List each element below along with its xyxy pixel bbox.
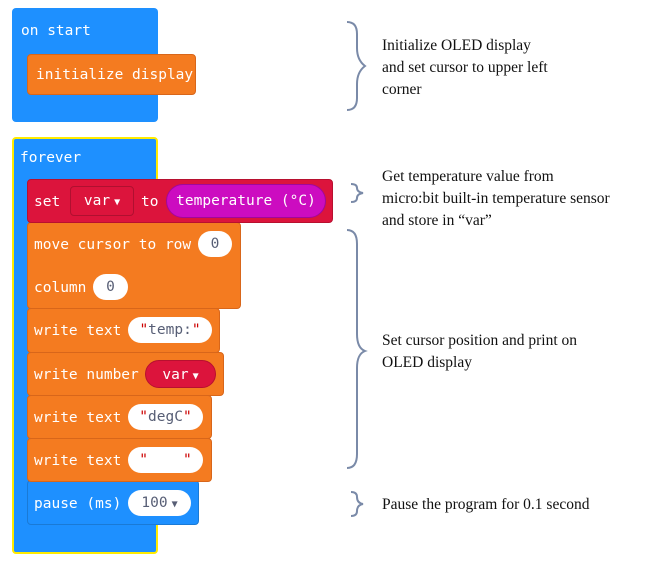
write-text-label: write text (34, 453, 122, 469)
pause-label: pause (ms) (34, 496, 122, 512)
set-label: set (34, 194, 61, 210)
brace-icon (346, 229, 368, 469)
initialize-display-label: initialize display (36, 67, 194, 83)
temperature-block[interactable]: temperature (°C) (166, 184, 326, 218)
var-dropdown[interactable]: var▼ (70, 186, 134, 216)
annotation-line: and set cursor to upper left (382, 59, 548, 76)
column-label: column (34, 280, 87, 296)
annotation-line: Initialize OLED display (382, 37, 531, 54)
pause-duration-dropdown[interactable]: 100▼ (128, 490, 191, 516)
annotation-print: Set cursor position and print on OLED di… (382, 330, 577, 374)
move-cursor-label: move cursor to row (34, 237, 192, 253)
annotation-line: and store in “var” (382, 212, 492, 229)
brace-icon (350, 183, 364, 203)
text-value: temp: (148, 322, 192, 338)
pause-value: 100 (141, 495, 168, 511)
text-input[interactable]: "temp:" (128, 317, 212, 343)
brace-icon (346, 21, 367, 111)
annotation-temperature: Get temperature value from micro:bit bui… (382, 166, 610, 232)
row-input[interactable]: 0 (198, 231, 232, 257)
var-value: var (83, 193, 111, 209)
annotation-pause: Pause the program for 0.1 second (382, 494, 589, 516)
annotation-line: Pause the program for 0.1 second (382, 496, 590, 513)
write-text-label: write text (34, 410, 122, 426)
caret-down-icon: ▼ (114, 197, 121, 208)
text-input[interactable]: " " (128, 447, 203, 473)
var-value: var (162, 367, 189, 383)
brace-icon (350, 491, 364, 517)
caret-down-icon: ▼ (192, 371, 199, 382)
annotation-line: Get temperature value from (382, 168, 554, 185)
annotation-line: corner (382, 81, 422, 98)
column-input[interactable]: 0 (93, 274, 128, 300)
forever-label: forever (20, 150, 82, 166)
text-input[interactable]: "degC" (128, 404, 203, 430)
annotation-initialize: Initialize OLED display and set cursor t… (382, 35, 548, 101)
var-dropdown[interactable]: var▼ (145, 360, 216, 388)
annotation-line: Set cursor position and print on (382, 332, 578, 349)
annotation-line: OLED display (382, 354, 472, 371)
to-label: to (141, 194, 159, 210)
write-number-label: write number (34, 367, 139, 383)
on-start-label: on start (21, 23, 91, 39)
text-value: degC (148, 409, 183, 425)
caret-down-icon: ▼ (171, 499, 178, 510)
initialize-display-block[interactable] (27, 54, 196, 95)
write-text-label: write text (34, 323, 122, 339)
annotation-line: micro:bit built-in temperature sensor (382, 190, 610, 207)
